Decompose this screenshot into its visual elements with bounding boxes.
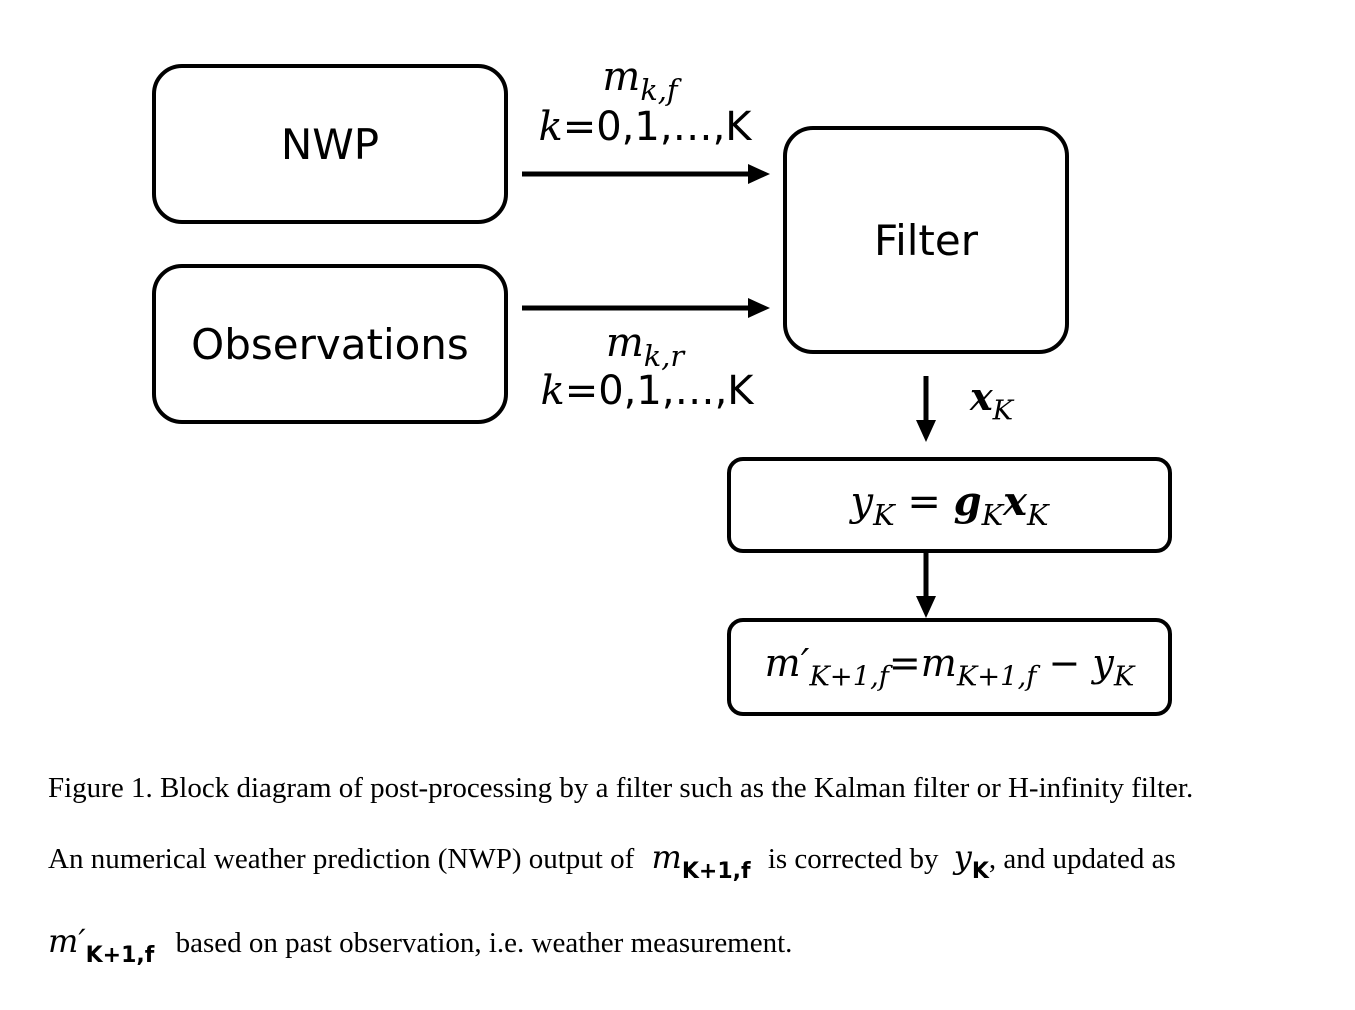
update-equation-box: m′K+1,f=mK+1,f − yK xyxy=(727,618,1172,716)
arrow-correction-to-update xyxy=(916,553,936,618)
correction-equation-box: yK = gKxK xyxy=(727,457,1172,553)
observation-range-label: k=0,1,…,K xyxy=(540,368,754,414)
nwp-box: NWP xyxy=(152,64,508,224)
forecast-range-label: k=0,1,…,K xyxy=(538,104,752,150)
arrow-observations-to-filter xyxy=(522,298,770,318)
filter-label: Filter xyxy=(873,215,978,265)
arrow-filter-to-correction xyxy=(916,376,936,442)
arrow-nwp-to-filter xyxy=(522,164,770,184)
observations-label: Observations xyxy=(191,319,469,369)
caption-line-2: An numerical weather prediction (NWP) ou… xyxy=(48,838,1176,884)
update-equation: m′K+1,f=mK+1,f − yK xyxy=(764,641,1135,693)
filter-box: Filter xyxy=(783,126,1069,354)
correction-equation: yK = gKxK xyxy=(850,477,1049,533)
observations-box: Observations xyxy=(152,264,508,424)
caption-line-3: m′K+1,f based on past observation, i.e. … xyxy=(48,922,793,968)
state-vector-label: xK xyxy=(970,374,1014,427)
observation-symbol-label: mk,r xyxy=(605,320,685,374)
nwp-label: NWP xyxy=(280,119,380,169)
forecast-symbol-label: mk,f xyxy=(602,54,678,108)
caption-line-1: Figure 1. Block diagram of post-processi… xyxy=(48,772,1194,804)
